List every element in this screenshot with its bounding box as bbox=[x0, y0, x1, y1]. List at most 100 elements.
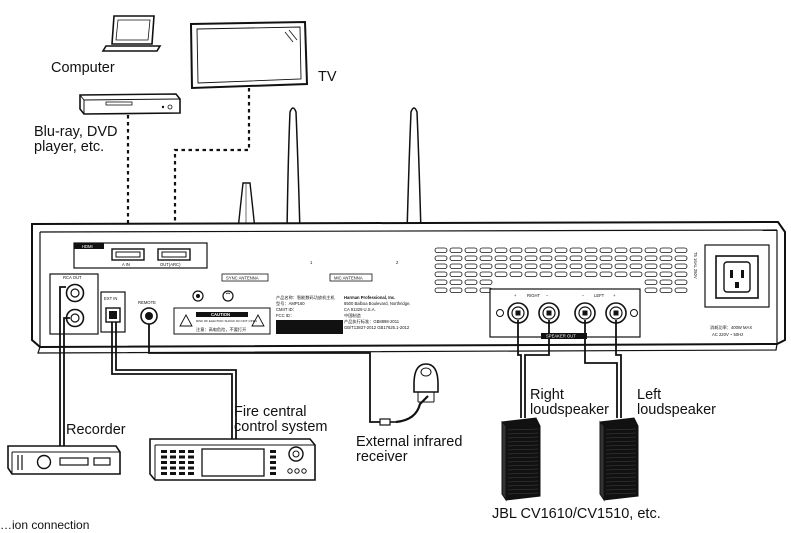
fire-panel-button bbox=[161, 461, 167, 464]
vent-slot bbox=[539, 263, 553, 269]
vent-slot bbox=[674, 247, 688, 253]
vent-slot bbox=[494, 271, 508, 277]
vent-slot bbox=[464, 271, 478, 277]
speaker-terminals bbox=[496, 302, 638, 324]
mic-antenna-label: MIC ANTENNA bbox=[334, 276, 363, 281]
hdmi-label: HDMI bbox=[82, 244, 93, 249]
speaker-screw bbox=[496, 309, 504, 317]
recorder-icon bbox=[7, 445, 121, 475]
vent-slot bbox=[464, 279, 478, 285]
fire-panel-button bbox=[161, 466, 167, 470]
vent-slot bbox=[599, 255, 613, 261]
ident-line-2: 型号：AMP160 bbox=[276, 300, 305, 307]
harman-line-2: 8500 Balboa Boulevard, Northridge, bbox=[344, 301, 411, 306]
right-loudspeaker-icon bbox=[501, 417, 541, 502]
power-max-label: 消耗功率：400W MAX bbox=[710, 324, 752, 331]
vent-slot bbox=[449, 255, 463, 261]
fire-panel-button bbox=[179, 466, 185, 470]
vent-slot bbox=[464, 247, 478, 253]
speaker-screw bbox=[630, 309, 638, 317]
vent-slot bbox=[614, 255, 628, 261]
vent-slot bbox=[449, 263, 463, 269]
speaker-grille-line bbox=[507, 440, 539, 443]
vent-slot bbox=[434, 279, 448, 285]
fire-panel-button bbox=[179, 455, 185, 459]
speaker-grille-line bbox=[507, 444, 539, 447]
vent-slot bbox=[554, 271, 568, 277]
vent-slot bbox=[509, 263, 523, 269]
speaker-grille-line bbox=[507, 436, 539, 439]
vent-slot bbox=[509, 255, 523, 261]
fire-panel-button bbox=[179, 450, 185, 453]
vent-slot bbox=[584, 271, 598, 277]
vent-slot bbox=[554, 263, 568, 269]
serial-block bbox=[276, 320, 343, 334]
speaker-grille-line bbox=[605, 480, 637, 483]
bluray-label: Blu-ray, DVD player, etc. bbox=[34, 124, 118, 155]
bottom-caption-cut: …ion connection bbox=[0, 518, 90, 532]
fire-panel-button bbox=[188, 461, 194, 464]
fire-panel-button bbox=[188, 450, 194, 453]
speaker-grille-line bbox=[605, 444, 637, 447]
bluray-player-icon bbox=[79, 93, 181, 115]
plus-left: + bbox=[613, 293, 616, 298]
antenna-1-label: 1 bbox=[310, 260, 313, 265]
speaker-grille-line bbox=[507, 476, 539, 479]
vent-slot bbox=[674, 255, 688, 261]
vent-slot bbox=[524, 255, 538, 261]
fire-panel-button bbox=[170, 472, 176, 475]
fire-panel-button bbox=[170, 455, 176, 459]
vent-slot bbox=[434, 271, 448, 277]
vent-slot bbox=[584, 255, 598, 261]
rca-out-label: RCA OUT bbox=[63, 275, 82, 280]
fire-panel-button bbox=[270, 466, 276, 470]
vent-slot bbox=[569, 247, 583, 253]
vent-slot bbox=[674, 263, 688, 269]
vent-slot bbox=[539, 271, 553, 277]
speaker-cable-right bbox=[517, 320, 550, 418]
speaker-grille-line bbox=[605, 440, 637, 443]
vent-slot bbox=[569, 263, 583, 269]
vent-slot bbox=[494, 263, 508, 269]
ext-in-label: EXT IN bbox=[104, 296, 117, 301]
vent-slot bbox=[539, 247, 553, 253]
speaker-grille-line bbox=[605, 452, 637, 455]
fire-panel-button bbox=[179, 472, 185, 475]
vent-slot bbox=[434, 247, 448, 253]
vent-slot bbox=[509, 247, 523, 253]
plus-right-1: + bbox=[514, 293, 517, 298]
speaker-grille-line bbox=[605, 492, 637, 495]
vent-slot bbox=[629, 247, 643, 253]
vent-slot bbox=[464, 263, 478, 269]
vent-slot bbox=[494, 255, 508, 261]
caution-label bbox=[173, 307, 271, 335]
vent-slot bbox=[449, 271, 463, 277]
sync-antenna-label-box bbox=[221, 273, 269, 282]
power-inlet bbox=[704, 244, 770, 308]
fire-panel-button bbox=[188, 466, 194, 470]
speaker-grille-line bbox=[605, 436, 637, 439]
minus-left: − bbox=[582, 293, 585, 298]
vent-slot bbox=[659, 287, 673, 293]
harman-line-1: Harman Professional, Inc. bbox=[344, 295, 395, 300]
compliance-icons bbox=[192, 290, 234, 302]
left-label: LEFT bbox=[594, 293, 605, 298]
vent-slot bbox=[629, 271, 643, 277]
vent-slot bbox=[479, 255, 493, 261]
speaker-grille-line bbox=[507, 492, 539, 495]
fire-panel-button bbox=[270, 455, 276, 459]
fire-panel-button bbox=[161, 472, 167, 475]
vent-slot bbox=[584, 263, 598, 269]
speaker-grille-line bbox=[605, 484, 637, 487]
power-ac-label: AC 220V ~ 50Hz bbox=[712, 332, 743, 337]
fire-panel-button bbox=[170, 450, 176, 453]
ident-line-4: FCC ID： bbox=[276, 313, 294, 318]
a-in-label: A IN bbox=[122, 262, 130, 267]
hdmi-cable-tv bbox=[173, 88, 251, 251]
fire-panel-button bbox=[188, 472, 194, 475]
vent-slot bbox=[434, 263, 448, 269]
speaker-terminal-core bbox=[582, 310, 588, 316]
speaker-grille-line bbox=[507, 472, 539, 475]
left-loudspeaker-icon bbox=[599, 417, 639, 502]
